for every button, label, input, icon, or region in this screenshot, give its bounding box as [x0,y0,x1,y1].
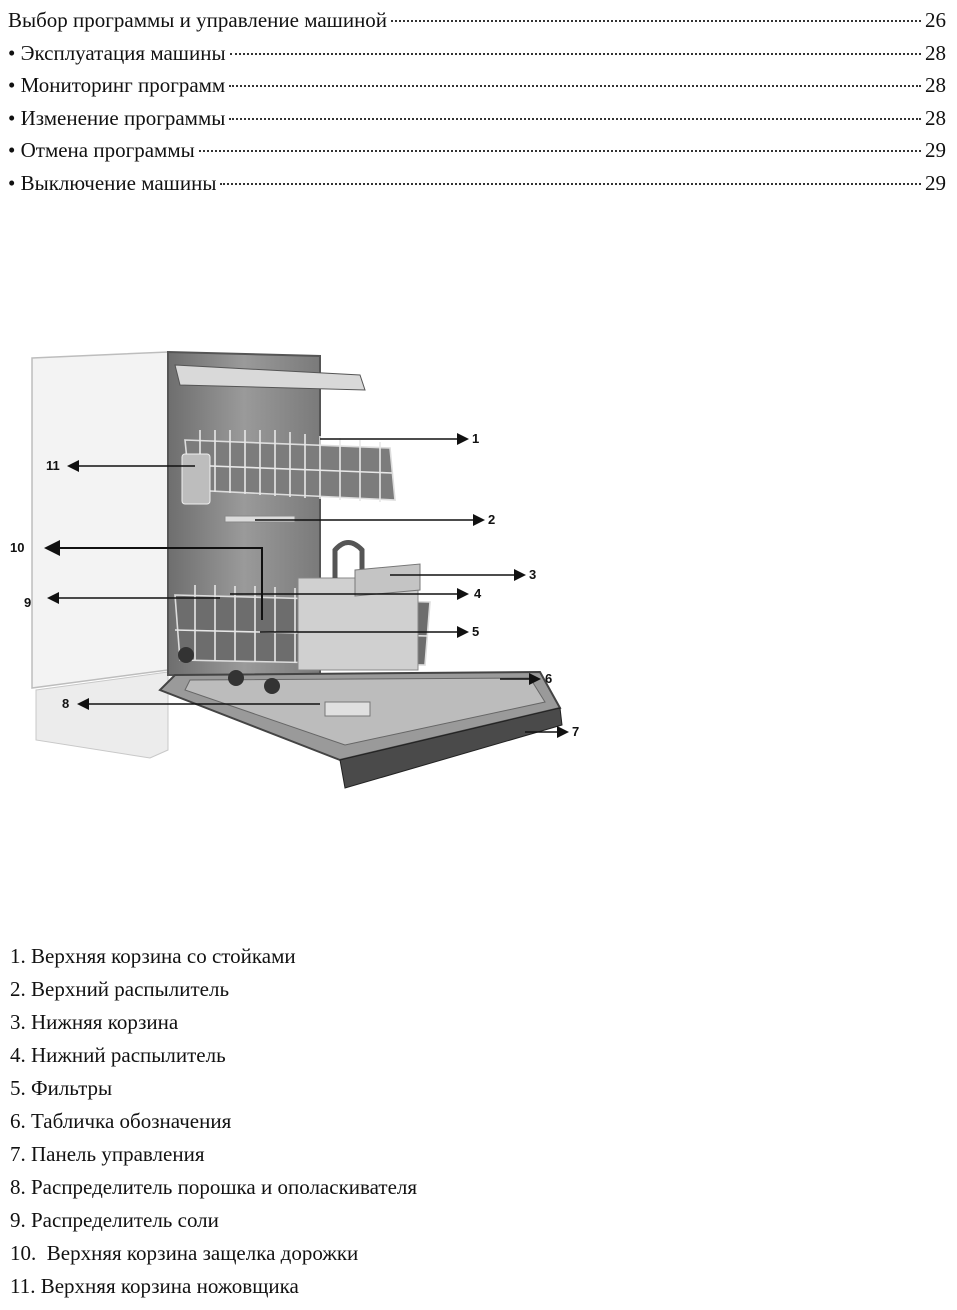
toc-title: • Мониторинг программ [8,71,225,99]
callout-label-6: 6 [545,672,552,685]
toc-leader-dots [229,85,921,87]
toc-page-number: 29 [925,136,946,164]
legend-item: 6. Табличка обозначения [10,1105,910,1138]
toc-entry[interactable]: • Изменение программы 28 [8,104,946,137]
callout-label-7: 7 [572,725,579,738]
callout-label-10: 10 [10,541,24,554]
legend-item: 5. Фильтры [10,1072,910,1105]
dishwasher-diagram: 1 2 3 4 5 6 7 8 9 10 11 [0,330,620,810]
toc-leader-dots [199,150,921,152]
upper-basket [185,430,395,502]
legend-item: 2. Верхний распылитель [10,973,910,1006]
toc-page-number: 26 [925,6,946,34]
legend-item: 1. Верхняя корзина со стойками [10,940,910,973]
callout-label-8: 8 [62,697,69,710]
dishwasher-illustration [0,330,620,810]
toc-title: Выбор программы и управление машиной [8,6,387,34]
toc-page-number: 28 [925,39,946,67]
callout-label-2: 2 [488,513,495,526]
toc-title: • Эксплуатация машины [8,39,226,67]
door-open [160,672,562,788]
toc-entry[interactable]: • Мониторинг программ 28 [8,71,946,104]
callout-label-1: 1 [472,432,479,445]
cabinet-side-panel [32,352,168,688]
callout-label-3: 3 [529,568,536,581]
toc-leader-dots [220,183,921,185]
legend-item: 10. Верхняя корзина защелка дорожки [10,1237,910,1270]
callout-label-4: 4 [474,587,481,600]
callout-label-5: 5 [472,625,479,638]
toc-entry[interactable]: • Отмена программы 29 [8,136,946,169]
toc-title: • Изменение программы [8,104,225,132]
legend-item: 9. Распределитель соли [10,1204,910,1237]
legend-item: 3. Нижняя корзина [10,1006,910,1039]
toc-leader-dots [391,20,921,22]
toc-page-number: 29 [925,169,946,197]
toc-leader-dots [230,53,921,55]
legend-item: 7. Панель управления [10,1138,910,1171]
table-of-contents: Выбор программы и управление машиной 26 … [8,6,946,202]
toc-leader-dots [229,118,921,120]
toc-entry[interactable]: • Выключение машины 29 [8,169,946,202]
parts-legend: 1. Верхняя корзина со стойками 2. Верхни… [10,940,910,1303]
toc-entry[interactable]: Выбор программы и управление машиной 26 [8,6,946,39]
callout-label-9: 9 [24,596,31,609]
legend-item: 4. Нижний распылитель [10,1039,910,1072]
toc-page-number: 28 [925,71,946,99]
toc-entry[interactable]: • Эксплуатация машины 28 [8,39,946,72]
toc-title: • Отмена программы [8,136,195,164]
callout-label-11: 11 [46,459,60,472]
legend-item: 11. Верхняя корзина ножовщика [10,1270,910,1303]
legend-item: 8. Распределитель порошка и ополаскивате… [10,1171,910,1204]
toc-title: • Выключение машины [8,169,216,197]
toc-page-number: 28 [925,104,946,132]
